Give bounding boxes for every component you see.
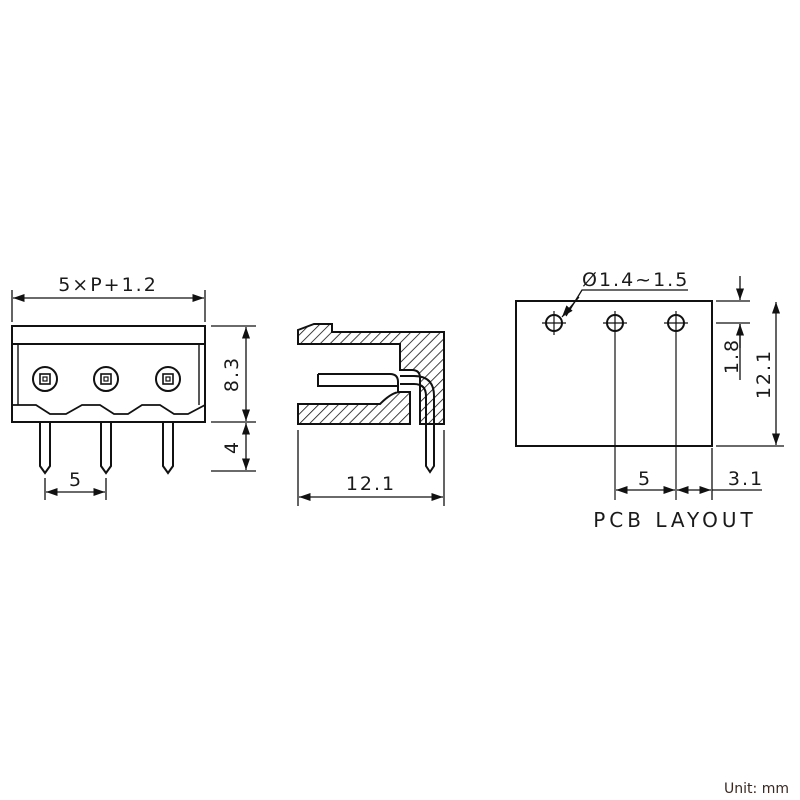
front-height-label: 8.3 — [221, 356, 243, 392]
front-screw-terminal-1 — [32, 366, 58, 392]
pcb-layout-title: PCB LAYOUT — [593, 508, 757, 532]
pcb-edge-label: 3.1 — [728, 468, 764, 490]
side-housing — [297, 323, 445, 425]
pcb-pitch-label: 5 — [638, 468, 652, 490]
pcb-dimensions — [561, 276, 784, 500]
front-pin-length-label: 4 — [221, 440, 243, 454]
front-pin-2 — [100, 423, 112, 475]
pcb-outline — [515, 300, 713, 447]
pcb-hole-3 — [664, 311, 688, 500]
unit-label: Unit: mm — [724, 781, 789, 797]
front-pin-3 — [162, 423, 174, 475]
front-dimensions — [11, 290, 256, 500]
front-pin-1 — [39, 423, 51, 475]
front-pitch-label: 5 — [69, 469, 83, 491]
side-clamp — [317, 373, 399, 392]
side-foot — [297, 391, 411, 425]
front-screw-terminal-2 — [93, 366, 119, 392]
pcb-hole-1 — [542, 311, 566, 335]
side-dimensions — [297, 430, 445, 506]
front-view — [11, 325, 206, 475]
pcb-row-offset-label: 1.8 — [721, 338, 743, 374]
side-view — [297, 323, 445, 474]
side-depth-label: 12.1 — [346, 473, 396, 495]
side-pin — [400, 375, 435, 474]
front-housing-notch-edge — [12, 404, 206, 415]
front-housing — [11, 325, 206, 423]
pcb-layout — [515, 300, 713, 500]
pcb-height-label: 12.1 — [753, 349, 775, 399]
front-screw-terminal-3 — [155, 366, 181, 392]
pcb-hole-2 — [603, 311, 627, 500]
front-width-label: 5×P+1.2 — [58, 274, 158, 296]
pcb-hole-diameter-label: Ø1.4~1.5 — [582, 269, 689, 291]
